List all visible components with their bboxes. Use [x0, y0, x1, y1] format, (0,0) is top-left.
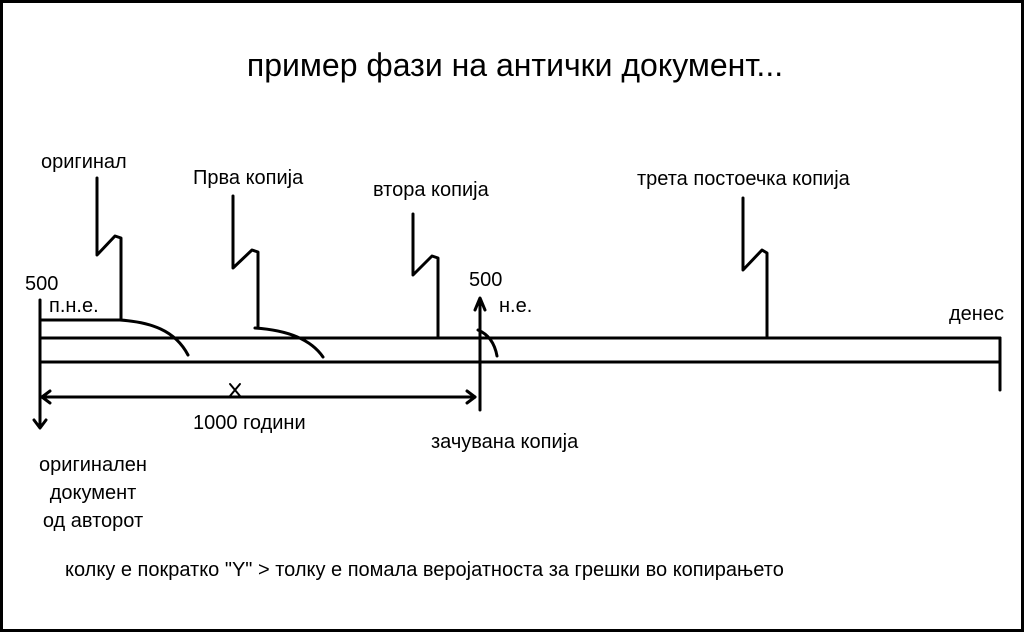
start-era: п.н.е.	[49, 295, 99, 317]
footer-note: колку е пократко "Y" > толку е помала ве…	[65, 559, 784, 581]
mid-era: н.е.	[499, 295, 533, 317]
original-leader	[95, 176, 123, 322]
author-document-label: оригинален документ од авторот	[39, 454, 147, 532]
callout-third-copy: трета постоечка копија	[637, 168, 850, 190]
mid-marker-top	[473, 296, 487, 312]
span-label: 1000 години	[193, 412, 306, 434]
second-copy-leader	[411, 212, 440, 338]
mid-year: 500	[469, 269, 503, 291]
first-copy-leader	[231, 194, 260, 330]
callout-original: оригинал	[41, 151, 127, 173]
span-arrow-left-head	[40, 389, 52, 405]
end-label: денес	[949, 303, 1004, 325]
copy-curve-1	[118, 318, 190, 357]
start-marker-foot	[32, 418, 48, 430]
span-arrow-right-head	[465, 389, 477, 405]
copy-curve-2	[253, 326, 325, 359]
copy-curve-3	[476, 328, 499, 358]
span-marker-x	[229, 383, 241, 397]
start-year: 500	[25, 273, 59, 295]
callout-first-copy: Прва копија	[193, 167, 304, 189]
timeline-diagram	[32, 176, 1002, 430]
third-copy-leader	[741, 196, 769, 338]
callout-second-copy: втора копија	[373, 179, 489, 201]
diagram-title: пример фази на антички документ...	[246, 47, 784, 83]
preserved-copy-label: зачувана копија	[431, 431, 579, 453]
